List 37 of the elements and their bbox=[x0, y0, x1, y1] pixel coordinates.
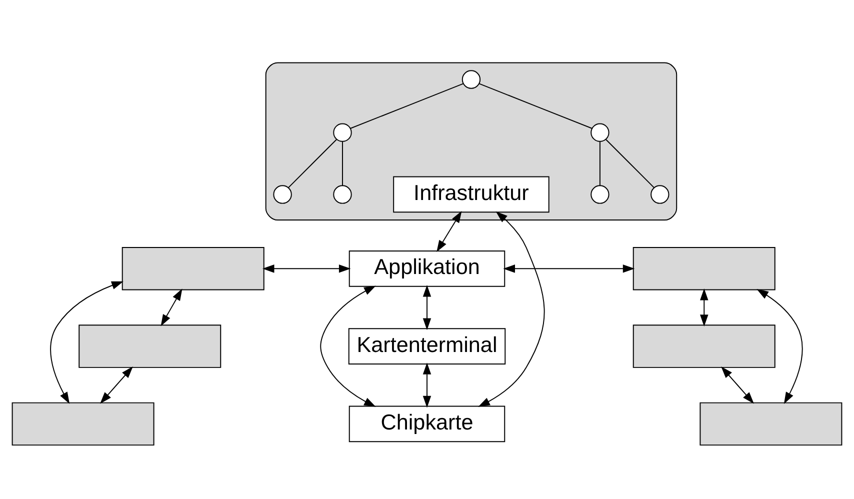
node-circle bbox=[333, 184, 352, 204]
connector bbox=[350, 82, 464, 128]
connector bbox=[605, 138, 654, 188]
cluster bbox=[265, 62, 678, 220]
node-circle bbox=[650, 184, 670, 204]
arrow bbox=[422, 284, 432, 330]
connector bbox=[478, 82, 592, 128]
node-box: Kartenterminal bbox=[348, 328, 506, 364]
arrow bbox=[436, 210, 462, 252]
node-box: Chipkarte bbox=[348, 405, 506, 442]
connector bbox=[599, 140, 600, 186]
arrow bbox=[756, 288, 803, 404]
node-box bbox=[632, 246, 776, 290]
node-box bbox=[632, 324, 776, 368]
node-circle bbox=[590, 122, 610, 142]
node-box bbox=[78, 324, 222, 368]
arrow bbox=[700, 288, 708, 326]
arrow bbox=[100, 366, 133, 404]
arrow bbox=[422, 362, 432, 408]
connector bbox=[288, 138, 338, 188]
arrow bbox=[503, 264, 635, 272]
node-box bbox=[700, 402, 842, 446]
arrow bbox=[478, 210, 545, 406]
arrow bbox=[721, 366, 754, 404]
arrow bbox=[320, 285, 376, 406]
node-circle bbox=[273, 184, 292, 204]
node-circle bbox=[462, 70, 481, 88]
arrow bbox=[50, 280, 124, 404]
node-box bbox=[12, 402, 154, 446]
node-box: Applikation bbox=[348, 250, 506, 286]
node-box: Infrastruktur bbox=[393, 176, 550, 212]
arrow bbox=[262, 264, 351, 272]
connector bbox=[342, 140, 343, 186]
node-circle bbox=[590, 184, 610, 204]
node-box bbox=[122, 246, 264, 290]
node-circle bbox=[333, 122, 352, 142]
arrow bbox=[160, 288, 182, 326]
